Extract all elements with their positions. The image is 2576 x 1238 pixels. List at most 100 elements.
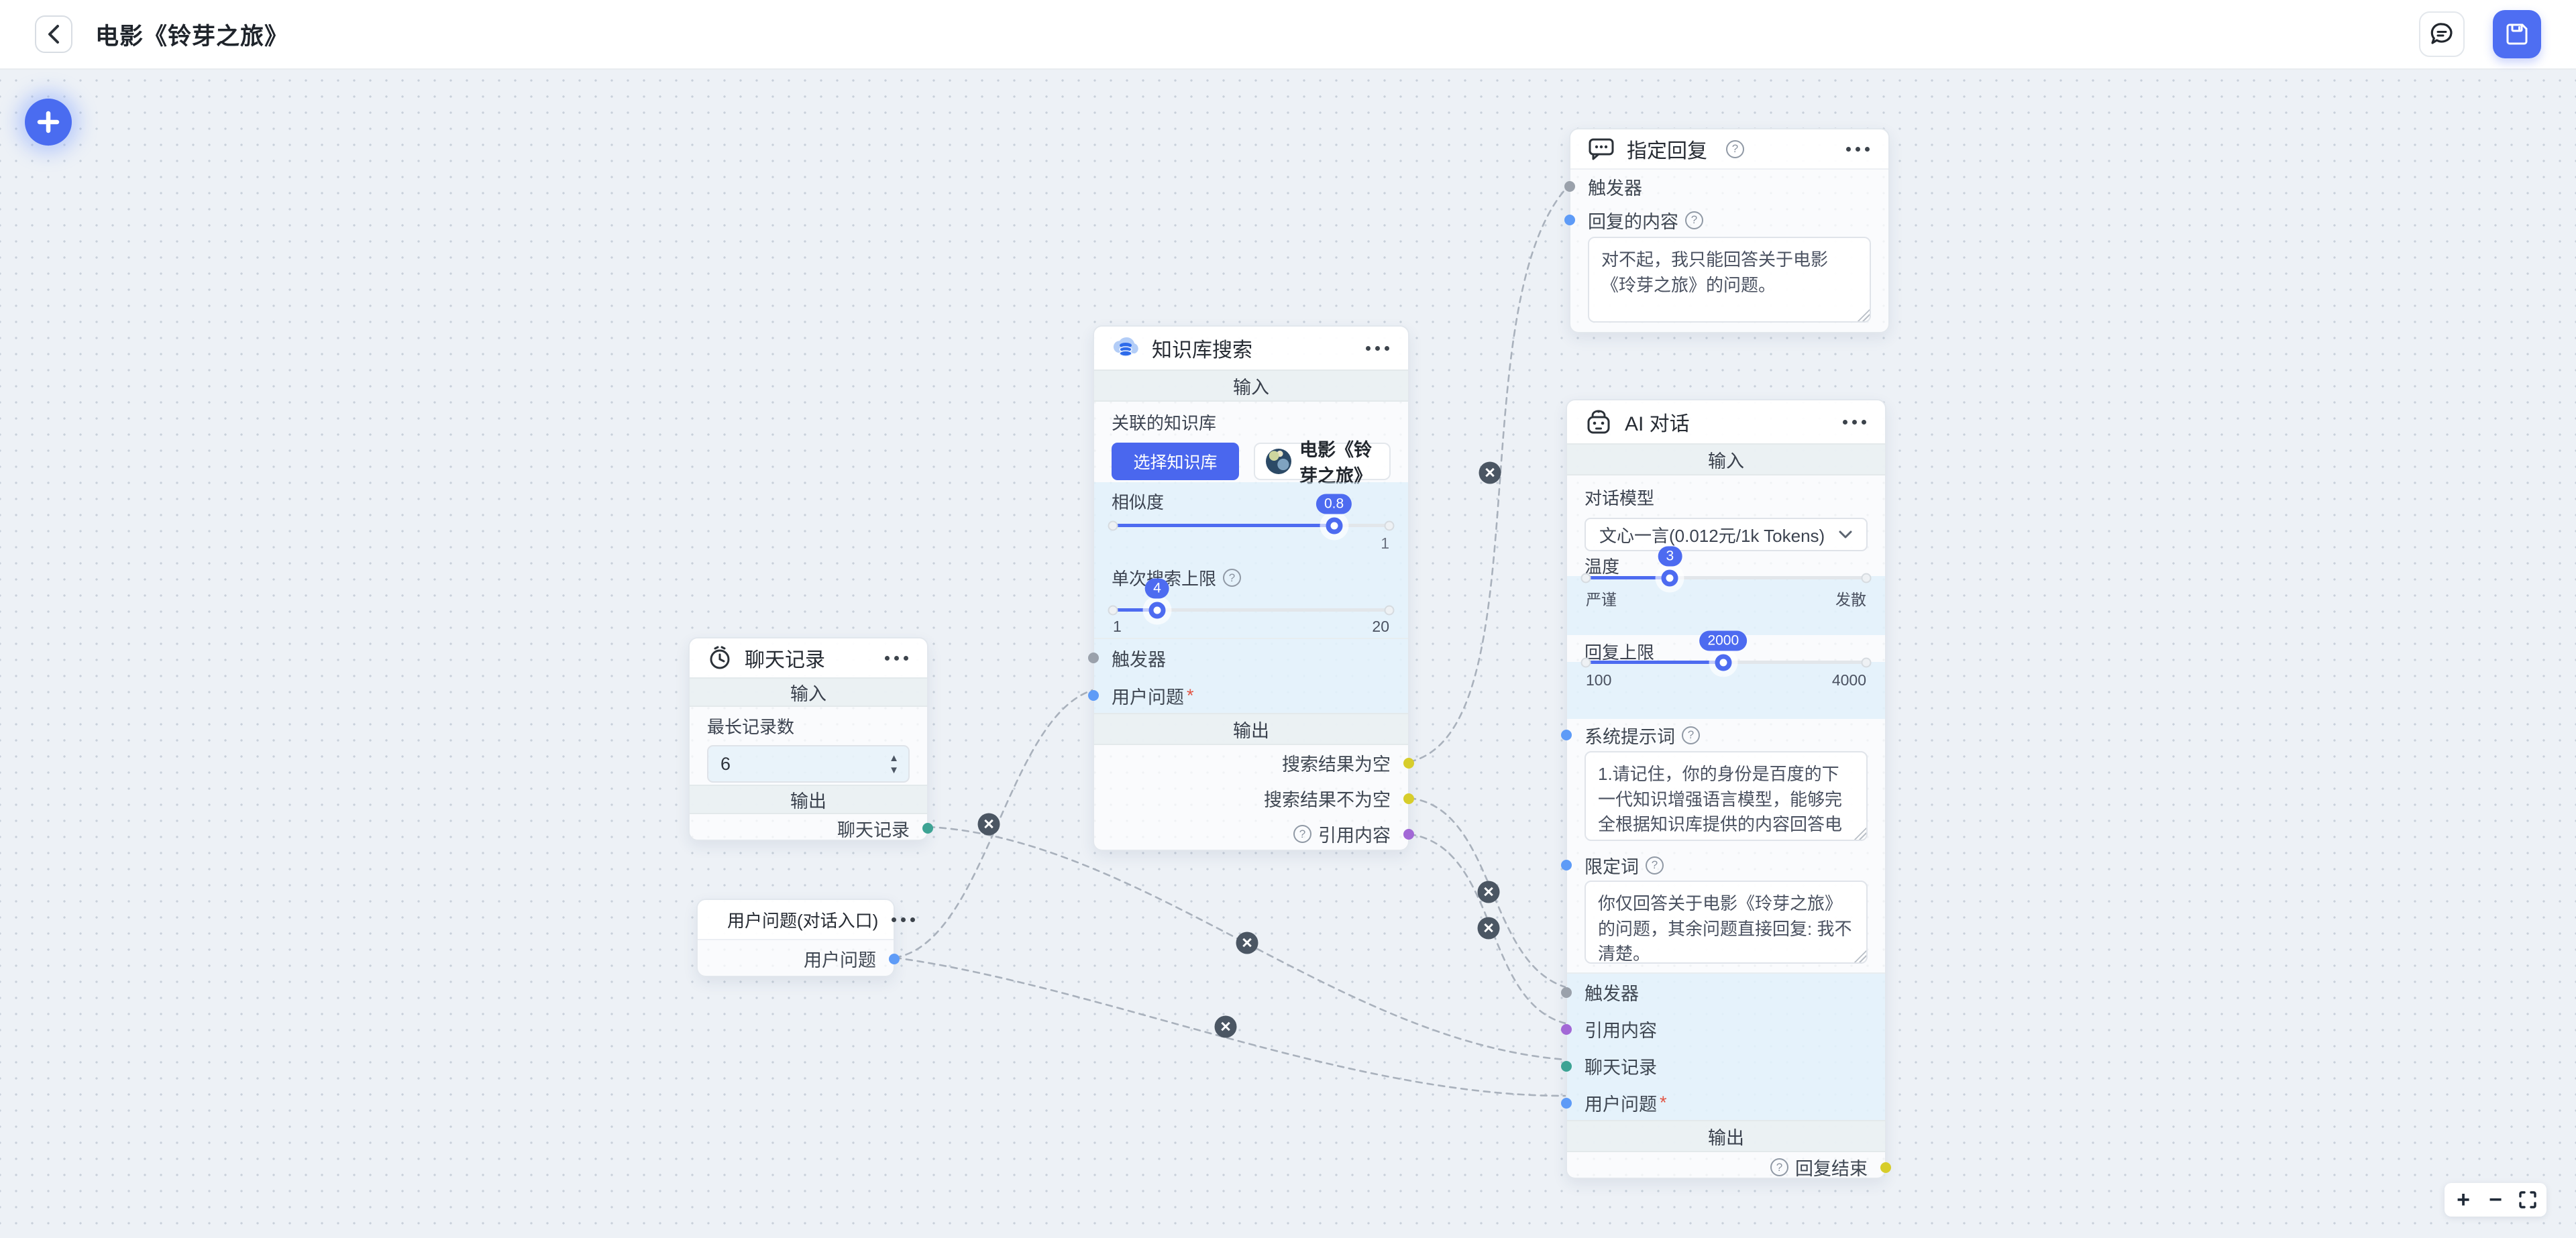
model-section: 对话模型 文心一言(0.012元/1k Tokens) (1567, 475, 1885, 551)
node-knowledge-search[interactable]: 知识库搜索 输入 关联的知识库 选择知识库 电影《铃芽之旅》 相似度 0.8 (1088, 325, 1414, 851)
node-header[interactable]: 指定回复 ? (1570, 129, 1888, 170)
port-trigger[interactable] (1088, 653, 1099, 663)
similarity-max-label: 1 (1381, 534, 1389, 552)
wire-delete-icon[interactable]: × (1214, 1015, 1237, 1038)
port-chat-history[interactable] (1561, 1060, 1572, 1072)
more-menu-icon[interactable] (1845, 142, 1871, 157)
temperature-section: 温度 3 严谨 发散 (1567, 546, 1885, 635)
help-icon[interactable]: ? (1646, 856, 1664, 875)
number-stepper[interactable]: ▲ ▼ (889, 753, 899, 775)
node-header[interactable]: 用户问题(对话入口) (698, 900, 916, 940)
reply-limit-slider-handle[interactable]: 2000 (1699, 630, 1748, 671)
reply-bubble-icon (1589, 138, 1614, 160)
wire-delete-icon[interactable]: × (1477, 881, 1500, 903)
port-row-result-empty: 搜索结果为空 (1094, 745, 1414, 781)
debug-chat-button[interactable] (2419, 11, 2465, 57)
port-label: 搜索结果为空 (1282, 754, 1391, 775)
more-menu-icon[interactable] (1364, 341, 1391, 356)
help-icon[interactable]: ? (1682, 726, 1700, 744)
similarity-section: 相似度 0.8 1 (1094, 482, 1408, 560)
port-reply-content[interactable] (1564, 215, 1575, 225)
temperature-value: 3 (1658, 546, 1682, 566)
port-label: 用户问题 (1112, 687, 1184, 708)
similarity-slider-handle[interactable]: 0.8 (1316, 494, 1352, 534)
port-trigger[interactable] (1561, 987, 1572, 998)
port-trigger[interactable] (1564, 181, 1575, 192)
node-header[interactable]: 聊天记录 (690, 638, 927, 677)
port-user-question[interactable] (889, 953, 900, 964)
temperature-slider[interactable]: 3 (1580, 546, 1872, 586)
temperature-label: 温度 (1585, 557, 1620, 577)
help-icon[interactable]: ? (1223, 569, 1242, 587)
back-button[interactable] (35, 15, 72, 53)
port-quote-content[interactable] (1561, 1023, 1572, 1035)
fit-view-button[interactable] (2514, 1185, 2541, 1215)
search-limit-slider[interactable]: 4 (1108, 578, 1395, 618)
qualifier-textarea[interactable]: 你仅回答关于电影《玲芽之旅》的问题，其余问题直接回复: 我不清楚。 (1585, 881, 1868, 964)
wire-delete-icon[interactable]: × (977, 813, 1000, 836)
zoom-in-button[interactable]: + (2457, 1186, 2470, 1213)
zoom-out-button[interactable]: − (2489, 1186, 2502, 1213)
reply-limit-slider[interactable]: 2000 (1580, 630, 1872, 671)
search-limit-label-row: 单次搜索上限 ? (1094, 560, 1408, 590)
more-menu-icon[interactable] (883, 651, 910, 666)
system-prompt-label: 系统提示词 (1585, 726, 1675, 747)
kb-chip[interactable]: 电影《铃芽之旅》 (1254, 440, 1391, 486)
output-section-header: 输出 (1094, 713, 1408, 745)
slider-endcap (1384, 605, 1395, 615)
save-button[interactable] (2493, 10, 2541, 58)
help-icon[interactable]: ? (1726, 139, 1744, 158)
node-header[interactable]: AI 对话 (1567, 400, 1885, 443)
port-user-question[interactable] (1088, 690, 1099, 701)
select-kb-button[interactable]: 选择知识库 (1112, 443, 1239, 480)
node-chat-history[interactable]: 聊天记录 输入 最长记录数 6 ▲ ▼ 输出 聊天记录 (688, 637, 933, 841)
port-result-not-empty[interactable] (1403, 793, 1414, 804)
port-reply-end[interactable] (1880, 1162, 1891, 1173)
slider-endcap (1580, 573, 1591, 583)
search-limit-slider-handle[interactable]: 4 (1145, 578, 1169, 618)
system-prompt-textarea[interactable]: 1.请记住，你的身份是百度的下一代知识增强语言模型，能够完全根据知识库提供的内容… (1585, 751, 1868, 841)
slider-panel (1567, 662, 1885, 719)
help-icon[interactable]: ? (1685, 211, 1703, 229)
required-mark: * (1660, 1092, 1667, 1113)
wire-delete-icon[interactable]: × (1479, 461, 1501, 484)
reply-content-textarea[interactable]: 对不起，我只能回答关于电影《玲芽之旅》的问题。 (1588, 237, 1871, 323)
port-row-trigger: 触发器 (1088, 639, 1408, 677)
more-menu-icon[interactable] (890, 912, 916, 927)
port-chat-history[interactable] (922, 823, 933, 834)
help-icon[interactable]: ? (1293, 825, 1311, 843)
port-label: 搜索结果不为空 (1264, 790, 1391, 810)
help-icon[interactable]: ? (1770, 1158, 1788, 1176)
port-row-trigger: 触发器 (1564, 170, 1888, 203)
stepper-up-icon[interactable]: ▲ (889, 752, 899, 764)
chat-bubble-icon (2430, 23, 2453, 44)
slider-endcap (1580, 657, 1591, 667)
wire-delete-icon[interactable]: × (1477, 917, 1500, 940)
port-row-user-question: 用户问题 * (1088, 677, 1408, 714)
port-label: 回复结束 (1795, 1159, 1868, 1179)
similarity-slider[interactable]: 0.8 (1108, 494, 1395, 534)
temperature-slider-handle[interactable]: 3 (1658, 546, 1682, 586)
port-quote-content[interactable] (1403, 828, 1414, 840)
stepper-down-icon[interactable]: ▼ (889, 764, 899, 776)
port-user-question[interactable] (1561, 1097, 1572, 1109)
user-output-ports: 用户问题 (698, 940, 900, 977)
port-result-empty[interactable] (1403, 757, 1414, 769)
model-select[interactable]: 文心一言(0.012元/1k Tokens) (1585, 518, 1868, 551)
add-node-button[interactable] (25, 99, 72, 146)
port-system-prompt[interactable] (1561, 730, 1572, 740)
max-records-input[interactable]: 6 ▲ ▼ (707, 745, 910, 783)
slider-endcap (1108, 520, 1118, 530)
port-qualifier[interactable] (1561, 860, 1572, 870)
search-limit-value: 4 (1145, 578, 1169, 598)
wire-delete-icon[interactable]: × (1236, 932, 1258, 954)
node-user-question-entry[interactable]: 用户问题(对话入口) 用户问题 (696, 899, 916, 977)
port-label: 触发器 (1112, 649, 1166, 670)
node-header[interactable]: 知识库搜索 (1094, 327, 1408, 370)
more-menu-icon[interactable] (1841, 414, 1868, 430)
ai-input-ports: 触发器 引用内容 聊天记录 用户问题 * (1561, 972, 1885, 1120)
node-ai-dialog[interactable]: AI 对话 输入 对话模型 文心一言(0.012元/1k Tokens) 温度 … (1561, 399, 1891, 1179)
node-specified-reply[interactable]: 指定回复 ? 触发器 回复的内容 ? 对不起，我只能回答关于电影《玲芽之旅》的问… (1564, 128, 1890, 333)
search-limit-min: 1 (1113, 618, 1122, 635)
